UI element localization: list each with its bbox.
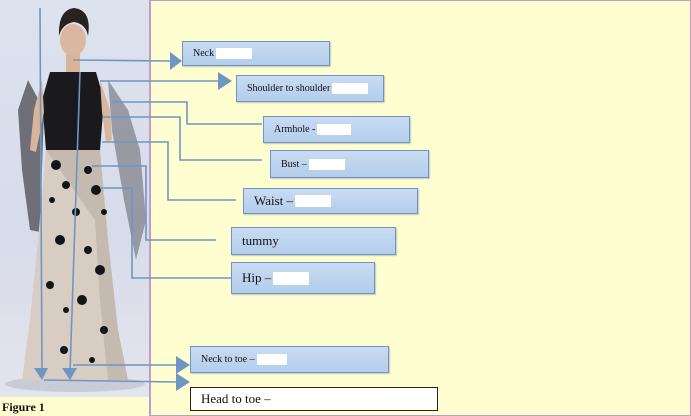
head-to-toe-label: Head to toe – <box>201 391 271 406</box>
shoulder-value-redacted <box>332 83 369 94</box>
bust-label: Bust – <box>281 158 307 170</box>
waist-label-box[interactable]: Waist – <box>243 188 418 214</box>
neck-to-toe-label-box[interactable]: Neck to toe – <box>190 346 389 373</box>
neck-to-toe-value-redacted <box>256 354 287 365</box>
head <box>60 24 86 56</box>
waist-connector <box>102 141 236 201</box>
hair <box>58 8 89 36</box>
waist-value-redacted <box>295 195 332 207</box>
armhole-value-redacted <box>317 124 352 135</box>
neck-connector <box>72 59 171 62</box>
neck-arrowhead <box>170 52 182 70</box>
hip-value-redacted <box>273 271 310 285</box>
gown-bodice <box>42 72 104 150</box>
neck-to-toe-down-arrowhead <box>62 368 77 380</box>
neck-value-redacted <box>216 48 253 59</box>
neck-to-toe-vertical-line <box>69 71 81 373</box>
head-to-toe-vertical-line <box>39 7 43 373</box>
model-illustration <box>5 8 146 392</box>
neck-label: Neck <box>193 48 215 59</box>
waist-label: Waist – <box>254 193 294 208</box>
neck <box>66 52 80 72</box>
bust-value-redacted <box>308 158 345 170</box>
hip-label-box[interactable]: Hip – <box>231 262 375 294</box>
head-to-toe-down-arrowhead <box>34 368 48 380</box>
bust-connector <box>103 116 262 161</box>
tummy-connector <box>92 165 216 241</box>
shoulder-arrowhead <box>218 72 232 90</box>
hip-label: Hip – <box>242 270 272 285</box>
tummy-label-box[interactable]: tummy <box>231 227 396 255</box>
neck-to-toe-label: Neck to toe – <box>201 354 255 365</box>
head-to-toe-arrowhead <box>176 373 190 391</box>
shawl-right <box>108 80 146 260</box>
bust-label-box[interactable]: Bust – <box>270 150 429 178</box>
shoulder-label: Shoulder to shoulder <box>247 83 331 94</box>
lace-pattern <box>46 160 108 363</box>
armhole-label: Armhole - <box>274 124 316 135</box>
head-to-toe-connector <box>43 379 179 383</box>
arm-right <box>100 80 112 142</box>
armhole-connector <box>113 101 262 125</box>
neck-to-toe-arrowhead <box>176 356 190 374</box>
caption-strip <box>0 397 151 416</box>
head-to-toe-label-box[interactable]: Head to toe – <box>190 387 438 411</box>
armhole-label-box[interactable]: Armhole - <box>263 116 410 143</box>
tummy-label: tummy <box>242 233 279 248</box>
shoulder-label-box[interactable]: Shoulder to shoulder <box>236 75 384 102</box>
hip-connector <box>100 187 231 279</box>
figure-caption: Figure 1 <box>2 400 45 414</box>
neck-label-box[interactable]: Neck <box>182 41 330 66</box>
model-photo <box>0 0 151 397</box>
